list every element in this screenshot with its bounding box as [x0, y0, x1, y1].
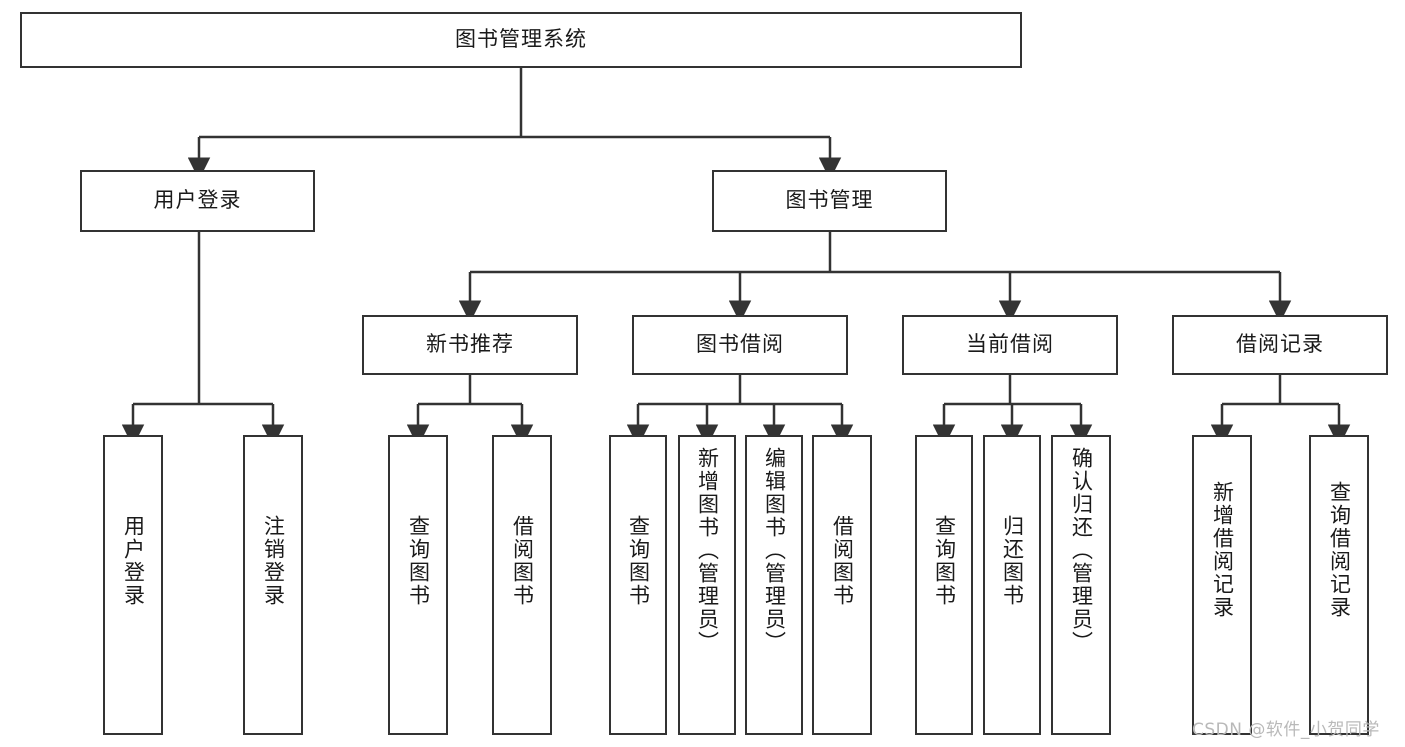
node-label: 归还图书 [1000, 515, 1025, 607]
node-label: 查询图书 [406, 515, 431, 607]
node-label: 用户登录 [121, 515, 146, 607]
node-label: 图书借阅 [696, 332, 784, 357]
node-label: 借阅记录 [1236, 332, 1324, 357]
node-label: 确认归还（管理员） [1069, 447, 1094, 654]
node-new-book-recommend[interactable]: 新书推荐 [362, 315, 578, 375]
node-label: 注销登录 [261, 515, 286, 607]
node-label: 编辑图书（管理员） [762, 447, 787, 654]
leaf-bb-add-book-admin[interactable]: 新增图书（管理员） [678, 435, 736, 735]
node-label: 新书推荐 [426, 332, 514, 357]
node-user-login[interactable]: 用户登录 [80, 170, 315, 232]
node-label: 查询借阅记录 [1327, 481, 1352, 619]
node-borrow-record[interactable]: 借阅记录 [1172, 315, 1388, 375]
node-root-system[interactable]: 图书管理系统 [20, 12, 1022, 68]
leaf-bb-query-book[interactable]: 查询图书 [609, 435, 667, 735]
node-label: 新增借阅记录 [1210, 481, 1235, 619]
leaf-logout[interactable]: 注销登录 [243, 435, 303, 735]
node-label: 图书管理 [785, 188, 874, 213]
leaf-br-add-record[interactable]: 新增借阅记录 [1192, 435, 1252, 735]
node-book-borrow[interactable]: 图书借阅 [632, 315, 848, 375]
csdn-watermark: CSDN @软件_小贺同学 [1192, 720, 1380, 740]
leaf-bb-borrow-book[interactable]: 借阅图书 [812, 435, 872, 735]
node-label: 当前借阅 [966, 332, 1054, 357]
leaf-cb-confirm-return-admin[interactable]: 确认归还（管理员） [1051, 435, 1111, 735]
leaf-cb-query-book[interactable]: 查询图书 [915, 435, 973, 735]
node-label: 借阅图书 [510, 515, 535, 607]
node-label: 查询图书 [626, 515, 651, 607]
leaf-nb-borrow-book[interactable]: 借阅图书 [492, 435, 552, 735]
node-label: 图书管理系统 [455, 27, 587, 52]
leaf-user-login[interactable]: 用户登录 [103, 435, 163, 735]
node-current-borrow[interactable]: 当前借阅 [902, 315, 1118, 375]
node-label: 用户登录 [153, 188, 242, 213]
leaf-br-query-record[interactable]: 查询借阅记录 [1309, 435, 1369, 735]
leaf-cb-return-book[interactable]: 归还图书 [983, 435, 1041, 735]
node-book-management[interactable]: 图书管理 [712, 170, 947, 232]
leaf-bb-edit-book-admin[interactable]: 编辑图书（管理员） [745, 435, 803, 735]
node-label: 新增图书（管理员） [695, 447, 720, 654]
node-label: 查询图书 [932, 515, 957, 607]
node-label: 借阅图书 [830, 515, 855, 607]
leaf-nb-query-book[interactable]: 查询图书 [388, 435, 448, 735]
